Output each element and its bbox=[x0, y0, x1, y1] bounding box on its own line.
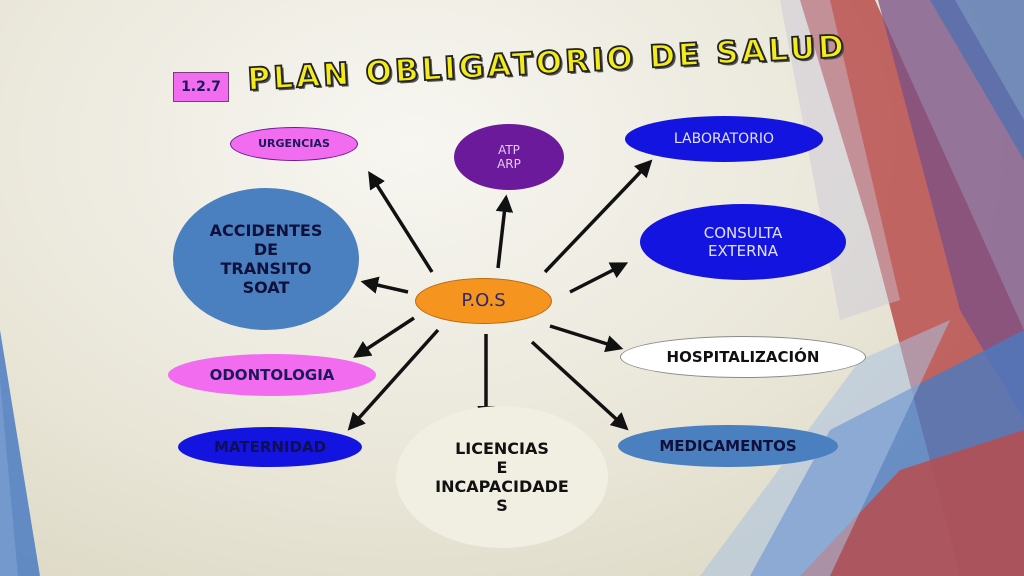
node-consulta-line1: CONSULTA bbox=[703, 224, 783, 242]
arrow-urgencias bbox=[368, 171, 434, 273]
node-licencias: LICENCIAS E INCAPACIDADE S bbox=[396, 406, 608, 548]
node-accidentes-line3: TRANSITO bbox=[220, 259, 312, 278]
node-consulta-line2: EXTERNA bbox=[707, 242, 779, 260]
arrow-laboratorio bbox=[543, 159, 653, 274]
arrow-maternidad bbox=[347, 328, 440, 431]
arrow-accidentes bbox=[360, 276, 409, 294]
node-accidentes-line2: DE bbox=[253, 239, 279, 259]
node-urgencias: URGENCIAS bbox=[230, 127, 358, 161]
node-medicamentos-label: MEDICAMENTOS bbox=[659, 437, 797, 455]
node-atp-arp: ATP ARP bbox=[454, 124, 564, 190]
node-center-pos: P.O.S bbox=[415, 278, 552, 324]
node-accidentes-line1: ACCIDENTES bbox=[209, 220, 323, 240]
node-laboratorio-label: LABORATORIO bbox=[673, 130, 775, 147]
arrow-atp-arp bbox=[495, 194, 514, 269]
node-maternidad-label: MATERNIDAD bbox=[213, 438, 327, 456]
arrow-hospitalizacion bbox=[549, 324, 624, 353]
node-licencias-line3: INCAPACIDADE bbox=[435, 477, 569, 496]
node-licencias-line1: LICENCIAS bbox=[455, 438, 549, 458]
node-atp-label: ATP bbox=[498, 142, 520, 157]
arrow-medicamentos bbox=[530, 340, 629, 431]
node-hospitalizacion-label: HOSPITALIZACIÓN bbox=[666, 348, 820, 366]
node-odontologia-label: ODONTOLOGIA bbox=[209, 366, 335, 384]
node-accidentes-line4: SOAT bbox=[242, 278, 290, 298]
arrow-odontologia bbox=[353, 316, 415, 358]
node-odontologia: ODONTOLOGIA bbox=[168, 354, 376, 396]
node-maternidad: MATERNIDAD bbox=[178, 427, 362, 467]
node-medicamentos: MEDICAMENTOS bbox=[618, 425, 838, 467]
section-number-badge: 1.2.7 bbox=[173, 72, 229, 102]
arrow-consulta bbox=[569, 262, 629, 294]
node-accidentes: ACCIDENTES DE TRANSITO SOAT bbox=[173, 188, 359, 330]
node-consulta: CONSULTA EXTERNA bbox=[640, 204, 846, 280]
node-urgencias-label: URGENCIAS bbox=[258, 137, 330, 151]
node-arp-label: ARP bbox=[497, 157, 521, 171]
node-center-label: P.O.S bbox=[461, 290, 506, 312]
node-hospitalizacion: HOSPITALIZACIÓN bbox=[620, 336, 866, 378]
node-licencias-line4: S bbox=[496, 496, 508, 516]
node-laboratorio: LABORATORIO bbox=[625, 116, 823, 162]
node-licencias-line2: E bbox=[496, 457, 508, 477]
